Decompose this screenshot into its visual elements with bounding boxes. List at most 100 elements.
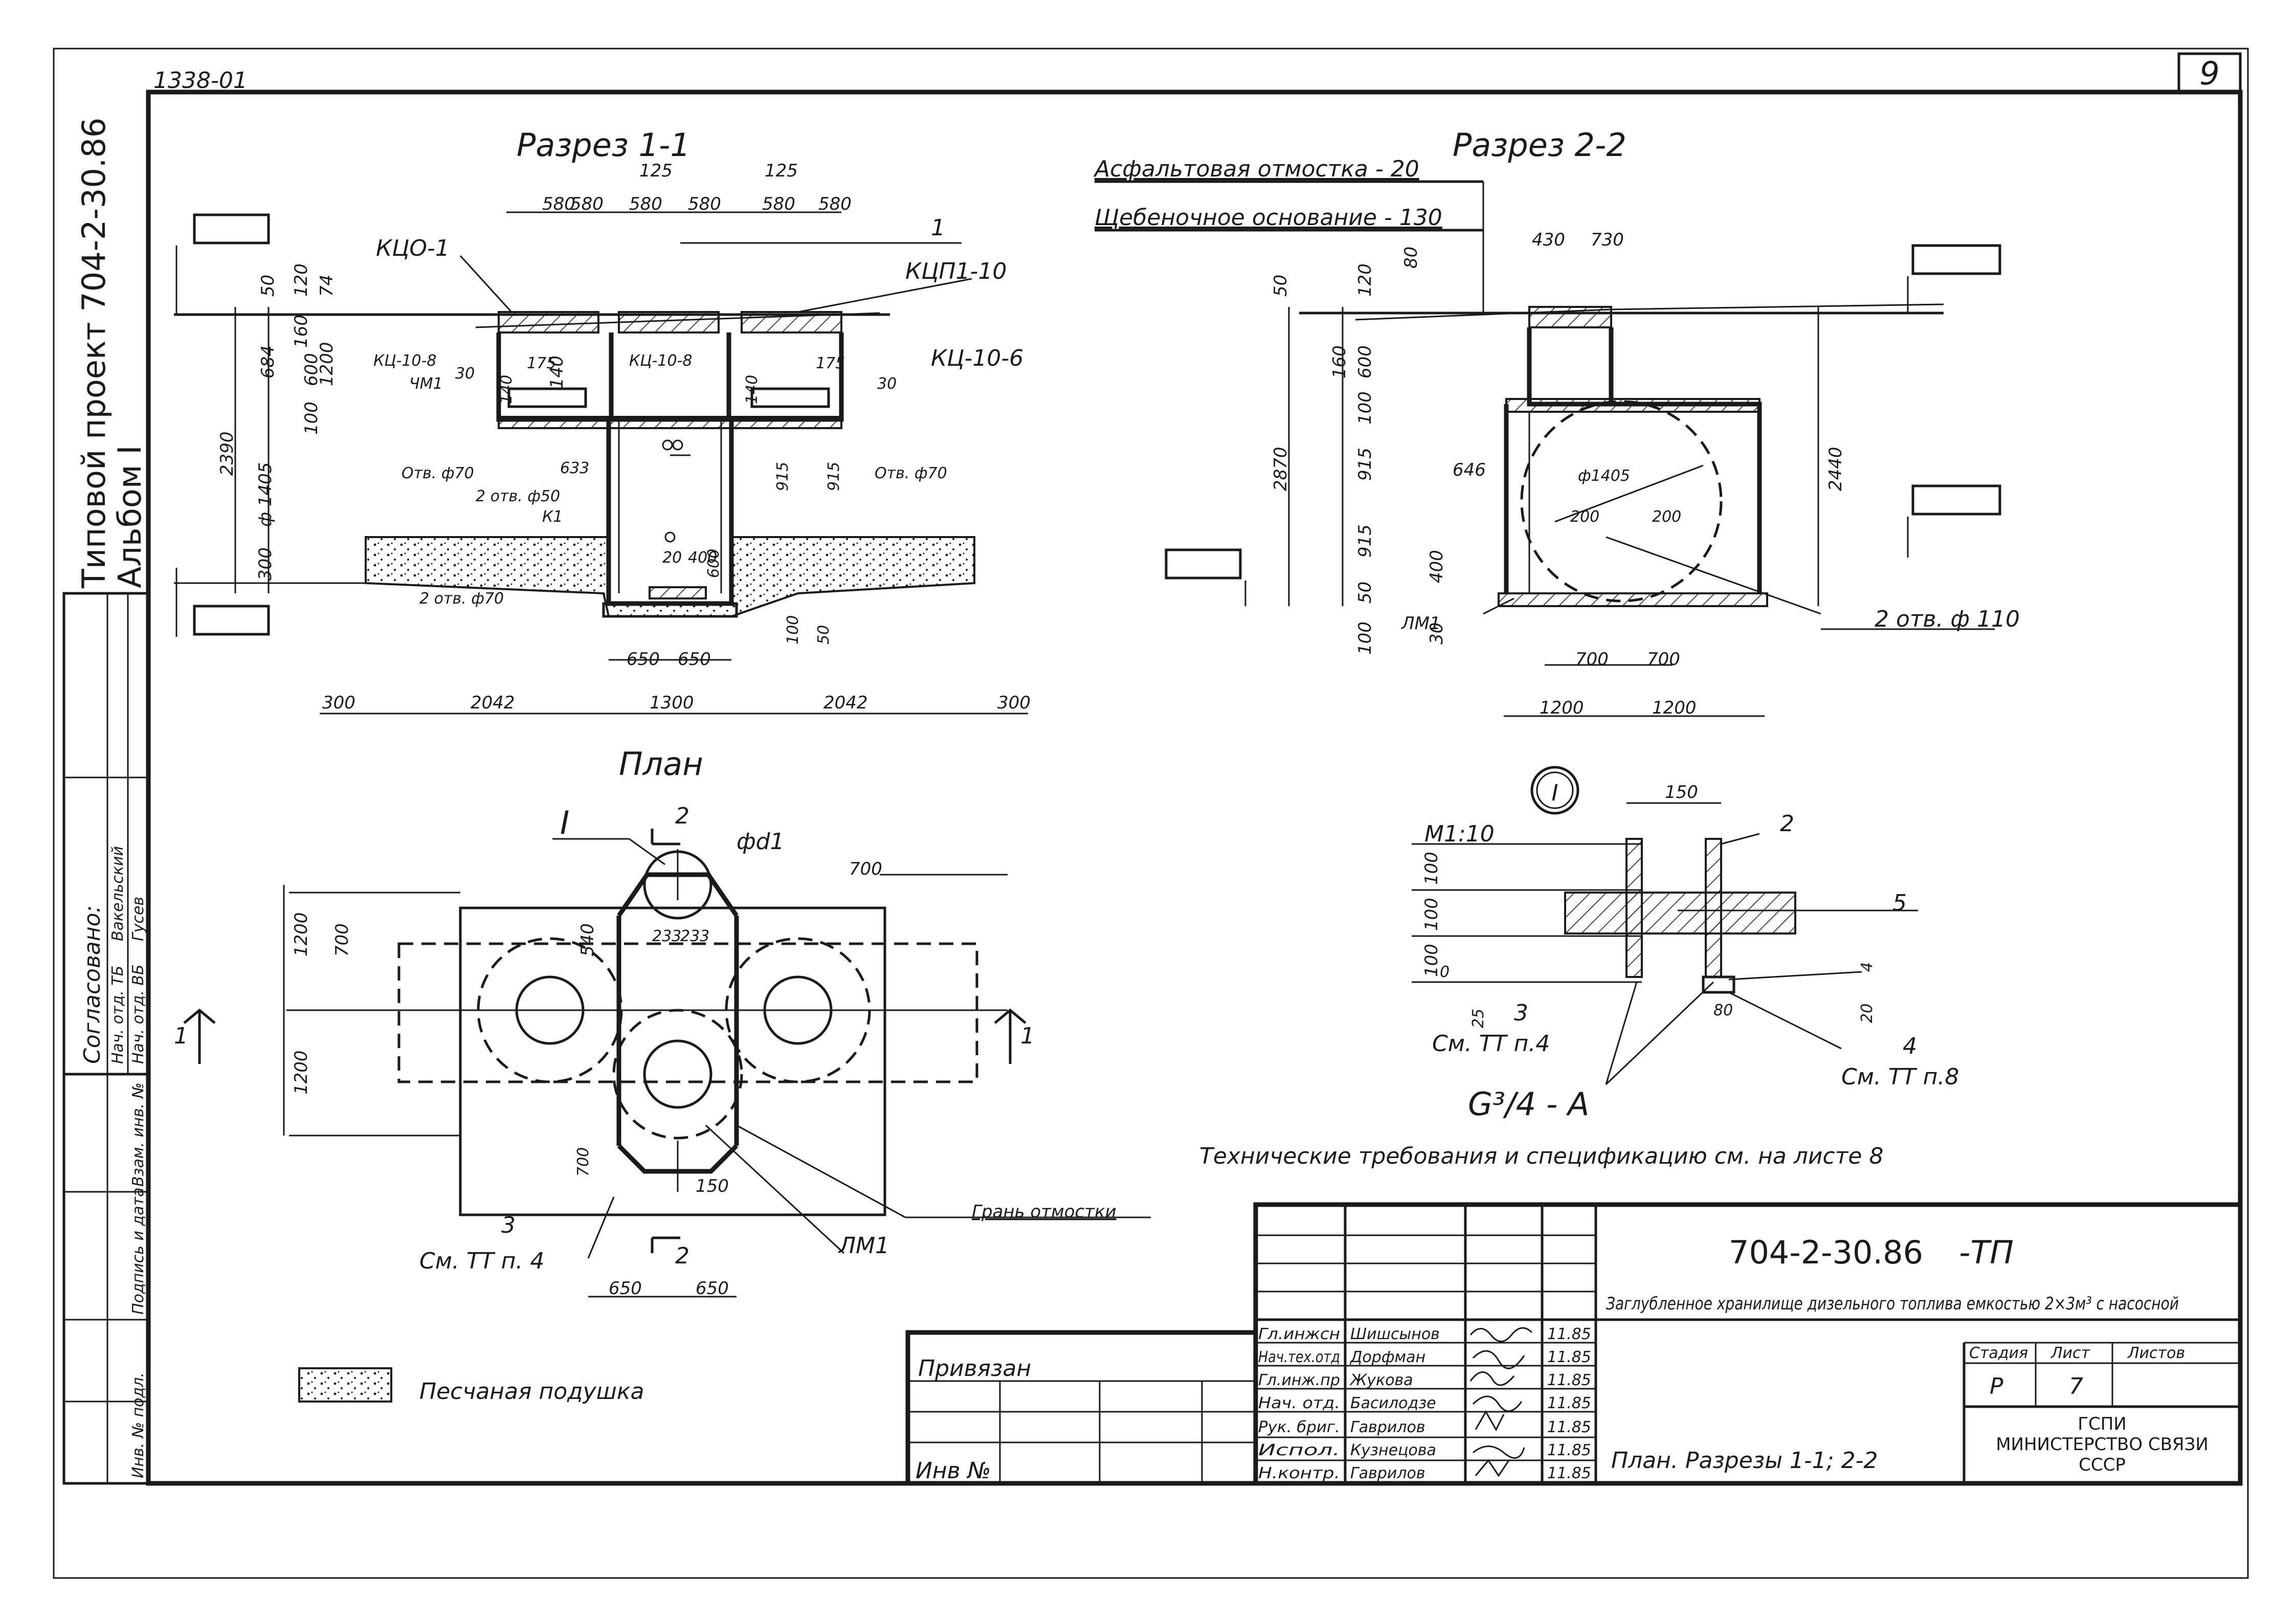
label-kc106: КЦ-10-6 xyxy=(931,345,1023,371)
plan-title: План xyxy=(619,745,703,783)
person-date-5: 11.85 xyxy=(1547,1418,1591,1436)
plan-dim-4: 540 xyxy=(577,923,598,957)
label-kcp1: КЦП1-10 xyxy=(905,258,1007,284)
s11-dim-bottom-5: 1300 xyxy=(650,693,694,713)
s22-dim-right-1: 2440 xyxy=(1825,447,1846,491)
side-stamp xyxy=(62,592,150,1485)
agreed-name-2: Гусев xyxy=(129,897,147,941)
s11-dim-top-4: 580 xyxy=(629,194,662,214)
s11-dim-bottom-7: 300 xyxy=(997,693,1031,713)
s11-dim-inner-7: 633 xyxy=(560,459,589,477)
stage-header: Стадия xyxy=(1969,1344,2028,1362)
s22-dim-inner-1: 646 xyxy=(1453,460,1486,480)
sheet-title: План. Разрезы 1-1; 2-2 xyxy=(1611,1448,1878,1474)
detail-dim-0: 0 xyxy=(1440,963,1450,981)
plan-label-cut2-top: 2 xyxy=(675,803,689,829)
s11-dim-bottom-4: 650 xyxy=(678,649,711,670)
person-date-3: 11.85 xyxy=(1547,1371,1591,1389)
person-role-3: Гл.инж.пр xyxy=(1258,1371,1340,1389)
s11-dim-inner-8: 915 xyxy=(774,462,792,491)
section-1-1-title: Разрез 1-1 xyxy=(517,126,690,164)
s11-dim-top-5: 580 xyxy=(762,194,795,214)
detail-label-2: 2 xyxy=(1780,811,1794,837)
person-date-7: 11.85 xyxy=(1547,1464,1591,1482)
s11-dim-inner-4: 30 xyxy=(877,375,897,393)
person-date-2: 11.85 xyxy=(1547,1348,1591,1366)
s11-dim-top-8: 580 xyxy=(818,194,852,214)
s22-dim-left-4: 160 xyxy=(1329,345,1350,379)
label-d1405-s22: ф1405 xyxy=(1578,467,1630,485)
s11-dim-left-10: 2390 xyxy=(217,431,237,476)
detail-dim-100a: 100 xyxy=(1421,852,1442,885)
org-line-1: ГСПИ xyxy=(2078,1414,2126,1434)
person-name-3: Жукова xyxy=(1349,1371,1413,1389)
s22-dim-top-2: 730 xyxy=(1591,230,1624,250)
plan-dim-3: 700 xyxy=(332,923,352,957)
s22-dim-bottom-4: 1200 xyxy=(1652,698,1697,718)
s22-dim-top-1: 430 xyxy=(1532,230,1565,250)
s11-dim-inner-10: 20 xyxy=(662,549,682,567)
field-inv-original: Инв. № подл. xyxy=(129,1372,147,1478)
person-name-6: Кузнецова xyxy=(1350,1441,1436,1459)
field-sign-date: Подпись и дата xyxy=(129,1188,147,1315)
doc-suffix: -ТП xyxy=(1959,1234,2014,1271)
s22-dim-left-9: 915 xyxy=(1355,524,1375,558)
s11-dim-left-1: 50 xyxy=(258,275,278,297)
person-name-5: Гаврилов xyxy=(1350,1418,1425,1436)
person-name-4: Басилодзе xyxy=(1350,1394,1436,1412)
plan-label-see-tt4: См. ТТ п. 4 xyxy=(419,1248,544,1274)
s22-dim-left-1: 50 xyxy=(1270,275,1291,297)
s22-dim-bottom-1: 700 xyxy=(1575,649,1609,670)
s22-dim-bottom-2: 700 xyxy=(1647,649,1680,670)
plan-label-lm1: ЛМ1 xyxy=(838,1233,889,1259)
label-otv70-a: Отв. ф70 xyxy=(402,464,474,482)
plan-label-edge: Грань отмостки xyxy=(972,1202,1117,1222)
detail-label-thread: G³/4 - A xyxy=(1468,1085,1589,1123)
s11-dim-inner-13: 100 xyxy=(784,615,802,644)
sheet-frame xyxy=(53,48,2249,1579)
s22-dim-bottom-3: 1200 xyxy=(1540,698,1584,718)
s22-dim-left-13: 30 xyxy=(1426,622,1447,644)
s11-dim-top-2: 580 xyxy=(570,194,604,214)
s22-dim-left-2: 120 xyxy=(1355,263,1375,297)
plan-dim-6: 700 xyxy=(574,1147,592,1176)
plan-dim-8: 233 xyxy=(680,927,709,945)
s11-dim-top-6: 125 xyxy=(765,161,798,181)
section-1-1: Разрез 1-1 xyxy=(174,126,1028,715)
sheet-header: Лист xyxy=(2050,1344,2091,1362)
s11-dim-left-5: 684 xyxy=(258,345,278,379)
binding-label: Привязан xyxy=(918,1355,1031,1382)
detail-label-3: 3 xyxy=(1514,1000,1528,1026)
person-role-4: Нач. отд. xyxy=(1258,1394,1340,1412)
s22-dim-left-8: 2870 xyxy=(1270,447,1291,491)
label-k1: К1 xyxy=(542,508,563,526)
detail-marker: I xyxy=(1552,780,1558,806)
plan-label-cut1-right: 1 xyxy=(1020,1023,1035,1049)
agreed-label: Согласовано: xyxy=(79,905,105,1064)
plan-label-fd1: фd1 xyxy=(737,829,785,855)
detail-label-4: 4 xyxy=(1903,1033,1917,1059)
plan-dim-5: 1200 xyxy=(291,1050,311,1095)
label-kc108-a: КЦ-10-8 xyxy=(373,352,437,370)
doc-code: 704-2-30.86 xyxy=(1729,1234,1923,1271)
s11-dim-left-8: 140 xyxy=(547,355,567,389)
s11-dim-left-11: ф 1405 xyxy=(255,462,276,527)
section-2-2: Разрез 2-2 xyxy=(1095,126,2001,717)
org-line-2: МИНИСТЕРСТВО СВЯЗИ xyxy=(1996,1434,2209,1455)
s11-dim-inner-11: 400 xyxy=(688,549,717,567)
plan-dim-1: 700 xyxy=(849,859,882,879)
label-2otv110: 2 отв. ф 110 xyxy=(1875,606,2020,632)
s11-dim-bottom-3: 650 xyxy=(627,649,660,670)
tech-requirements-note: Технические требования и спецификацию см… xyxy=(1199,1143,1883,1169)
plan-label-cut2-bottom: 2 xyxy=(675,1243,689,1269)
album-title-vertical: Альбом I xyxy=(111,445,148,588)
s11-dim-bottom-2: 2042 xyxy=(471,693,515,713)
doc-description: Заглубленное хранилище дизельного топлив… xyxy=(1606,1294,2179,1314)
sheet-value: 7 xyxy=(2069,1373,2083,1399)
s22-dim-left-7: 915 xyxy=(1355,448,1375,481)
s11-dim-left-6: 1200 xyxy=(317,342,337,386)
s22-dim-left-5: 600 xyxy=(1355,345,1375,379)
person-name-2: Дорфман xyxy=(1349,1348,1425,1366)
detail-label-see-tt4: См. ТТ п.4 xyxy=(1432,1031,1550,1057)
